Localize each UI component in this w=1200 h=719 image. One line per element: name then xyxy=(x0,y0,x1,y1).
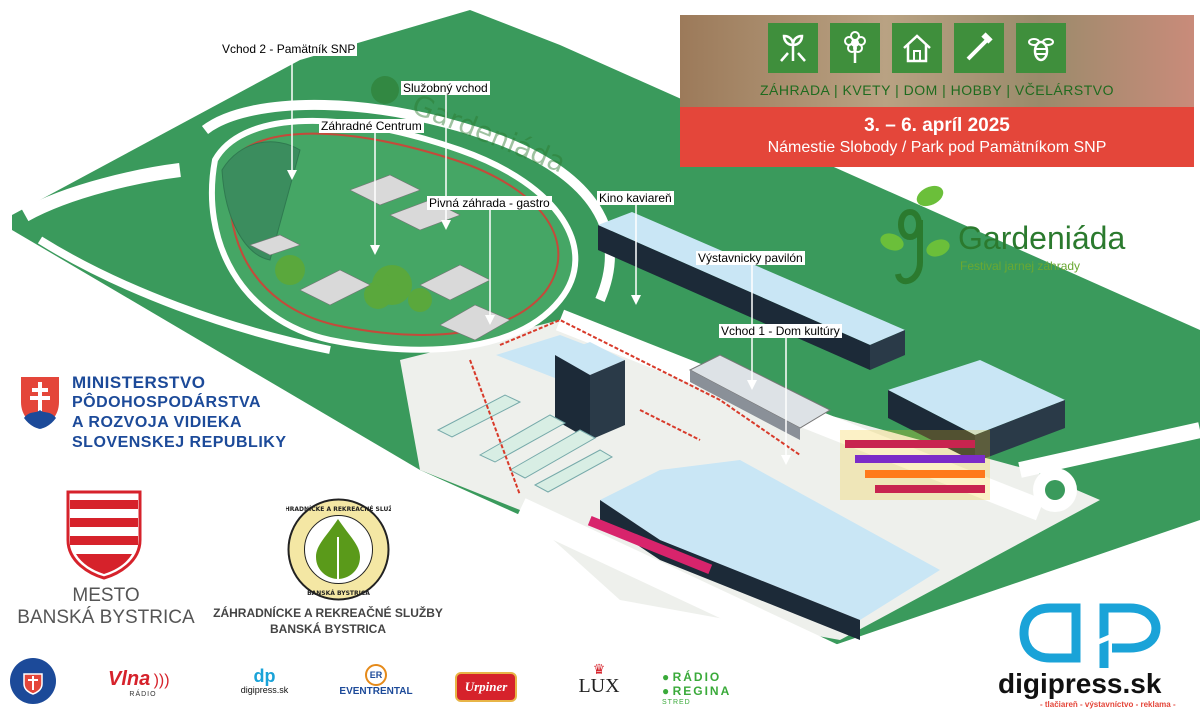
road-right xyxy=(1018,422,1200,478)
dom-kultury-roof xyxy=(600,460,940,620)
label-vchod-2: Vchod 2 - Pamätník SNP xyxy=(220,42,358,56)
digipress-small-logo: dp digipress.sk xyxy=(232,667,297,695)
greenhouses xyxy=(436,394,614,493)
label-kino-kaviaren: Kino kaviareň xyxy=(597,191,674,205)
festival-banner: ZÁHRADA | KVETY | DOM | HOBBY | VČELÁRST… xyxy=(680,15,1194,167)
eventrental-logo: ER EVENTRENTAL xyxy=(335,664,417,697)
zrs-line-1: ZÁHRADNÍCKE A REKREAČNÉ SLUŽBY xyxy=(213,606,443,620)
road-bottom xyxy=(37,236,331,354)
lux-crown-icon: ♛ xyxy=(592,661,606,677)
gardeniada-logo: Gardeniáda Festival jarnej záhrady xyxy=(880,182,1180,297)
label-zahradne-centrum: Záhradné Centrum xyxy=(319,119,424,133)
label-pivna-zahrada: Pivná záhrada - gastro xyxy=(427,196,552,210)
house-icon xyxy=(892,23,942,73)
airport-logo-icon xyxy=(10,658,56,704)
lux-tower-side xyxy=(555,355,590,440)
category-list: ZÁHRADA | KVETY | DOM | HOBBY | VČELÁRST… xyxy=(760,82,1114,98)
radio-dot-icon: ● xyxy=(662,670,670,684)
banner-date-venue: 3. – 6. apríl 2025 Námestie Slobody / Pa… xyxy=(680,107,1194,167)
label-sluzobny-vchod: Služobný vchod xyxy=(401,81,490,95)
radio-line-1-text: RÁDIO xyxy=(672,670,722,684)
flower-icon xyxy=(830,23,880,73)
road-curve-left xyxy=(21,163,181,222)
red-walkway xyxy=(469,318,801,496)
ministry-logo-text: MINISTERSTVO PÔDOHOSPODÁRSTVA A ROZVOJA … xyxy=(72,373,286,453)
urpiner-wordmark: Urpiner xyxy=(464,679,508,694)
ministry-line-3: A ROZVOJA VIDIEKA xyxy=(72,414,242,431)
ministry-line-1: MINISTERSTVO xyxy=(72,373,206,392)
radio-stred-text: STRED xyxy=(662,699,691,706)
category-icons xyxy=(768,23,1066,73)
event-venue: Námestie Slobody / Park pod Pamätníkom S… xyxy=(767,139,1107,156)
mesto-logo-text: MESTO BANSKÁ BYSTRICA xyxy=(8,585,204,629)
radio-regina-line-1: ● RÁDIO xyxy=(662,670,762,684)
zrs-seal-top-text: ZÁHRADNÍCKE A REKREAČNÉ SLUŽBY xyxy=(286,505,391,513)
digipress-name: digipress.sk xyxy=(998,668,1162,699)
eventrental-mark-icon: ER xyxy=(365,664,387,686)
road-bottom-diagonal xyxy=(514,498,846,672)
digipress-tagline: - tlačiareň - výstavníctvo - reklama - xyxy=(1040,700,1176,709)
radio-line-2-text: REGINA xyxy=(672,684,732,698)
kino-building-end xyxy=(870,330,905,370)
pointer-heads xyxy=(287,170,791,465)
digipress-small-text: digipress.sk xyxy=(240,685,289,695)
eventrental-text: EVENTRENTAL xyxy=(339,686,413,697)
zrs-seal-bottom-text: BANSKÁ BYSTRICA xyxy=(307,590,370,597)
label-vystavnicky-pavilon: Výstavnicky pavilón xyxy=(696,251,805,265)
gardeniada-tagline: Festival jarnej záhrady xyxy=(960,259,1081,273)
event-dates: 3. – 6. apríl 2025 xyxy=(864,115,1010,136)
zrs-line-2: BANSKÁ BYSTRICA xyxy=(269,622,386,636)
mesto-line-2: BANSKÁ BYSTRICA xyxy=(17,607,195,628)
slovakia-coat-of-arms-icon xyxy=(19,375,61,430)
gardeniada-name: Gardeniáda xyxy=(958,220,1126,256)
vlna-sub: RÁDIO xyxy=(129,691,157,698)
right-building-end xyxy=(975,400,1065,462)
urpiner-logo: Urpiner xyxy=(455,672,517,702)
right-building-roof xyxy=(888,360,1065,435)
banner-photo: ZÁHRADA | KVETY | DOM | HOBBY | VČELÁRST… xyxy=(680,15,1194,107)
zrs-seal-icon: ZÁHRADNÍCKE A REKREAČNÉ SLUŽBY BANSKÁ BY… xyxy=(286,498,391,601)
radio-dot-icon: ● xyxy=(662,684,670,698)
digipress-small-mark-icon: dp xyxy=(253,666,276,686)
banska-bystrica-coat-of-arms-icon xyxy=(66,490,142,580)
radio-regina-logo: ● RÁDIO ● REGINA STRED xyxy=(662,670,762,712)
mesto-line-1: MESTO xyxy=(72,585,140,606)
zrs-logo-text: ZÁHRADNÍCKE A REKREAČNÉ SLUŽBY BANSKÁ BY… xyxy=(208,605,448,637)
park-path xyxy=(228,132,560,336)
hammer-wrench-icon xyxy=(954,23,1004,73)
lux-tower-roof xyxy=(555,342,625,375)
label-vchod-1: Vchod 1 - Dom kultúry xyxy=(719,324,842,338)
pavilion-side xyxy=(690,370,800,440)
lux-tower-front xyxy=(590,360,625,440)
vlna-wordmark: Vlna xyxy=(108,668,151,690)
ministry-line-4: SLOVENSKEJ REPUBLIKY xyxy=(72,434,287,451)
plant-tools-icon xyxy=(768,23,818,73)
roundabout-center xyxy=(1045,480,1065,500)
lux-wordmark: LUX xyxy=(578,675,620,697)
bee-icon xyxy=(1016,23,1066,73)
lux-logo: ♛ LUX xyxy=(574,662,624,696)
digipress-mark-icon xyxy=(1019,603,1161,668)
trees xyxy=(275,255,432,312)
parking-cars xyxy=(587,430,990,574)
vlna-wave-icon: ))) xyxy=(153,672,170,689)
gardeniada-mark-icon xyxy=(880,185,950,285)
vlna-radio-logo: Vlna ))) RÁDIO xyxy=(108,668,188,698)
lawn xyxy=(221,141,301,261)
ministry-line-2: PÔDOHOSPODÁRSTVA xyxy=(72,394,262,411)
radio-regina-line-2: ● REGINA STRED xyxy=(662,684,762,712)
